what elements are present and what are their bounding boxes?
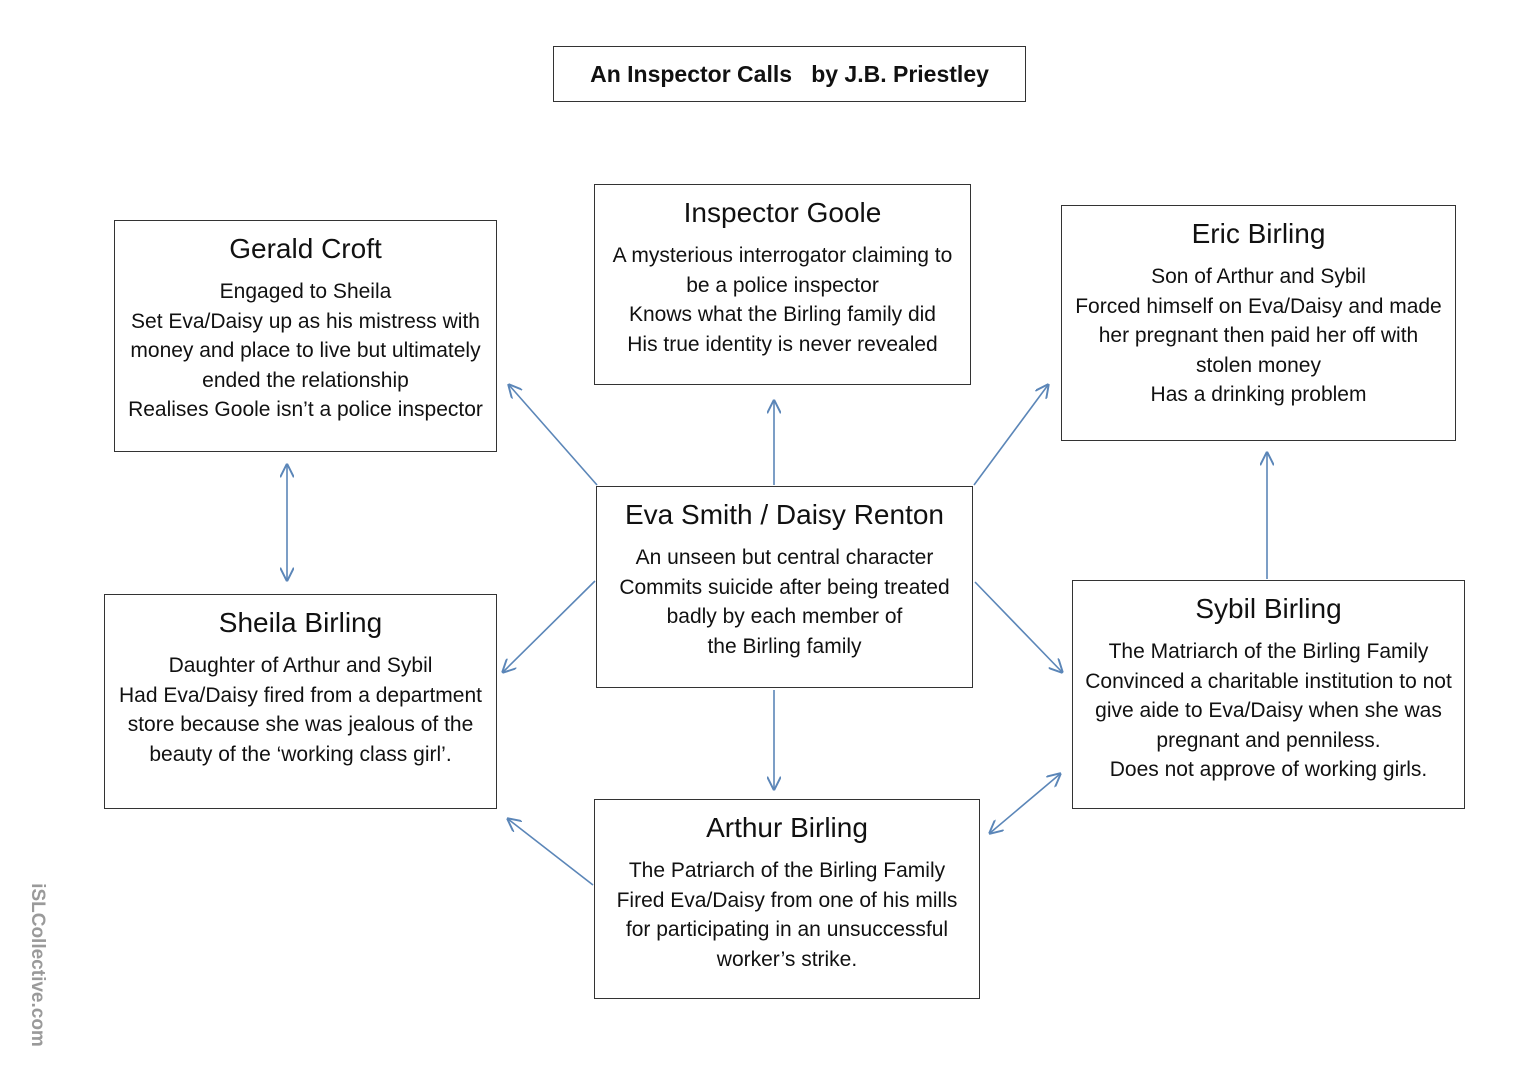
arthur-birling-name: Arthur Birling	[706, 812, 868, 843]
page-title: An Inspector Calls by J.B. Priestley	[553, 46, 1026, 102]
eric-birling-name: Eric Birling	[1191, 218, 1326, 249]
eva-smith-name: Eva Smith / Daisy Renton	[624, 499, 945, 530]
arrow-eva-smith-to-eric-birling	[973, 385, 1048, 486]
description-line: Forced himself on Eva/Daisy and made	[1075, 294, 1442, 318]
description-line: Convinced a charitable institution to no…	[1085, 669, 1452, 693]
eva-smith-card: Eva Smith / Daisy Renton An unseen but c…	[596, 486, 973, 688]
description-line: Knows what the Birling family did	[629, 303, 936, 326]
inspector-goole-description: A mysterious interrogator claiming to be …	[605, 241, 960, 359]
inspector-goole-name: Inspector Goole	[683, 197, 882, 228]
description-line: Realises Goole isn’t a police inspector	[128, 398, 483, 421]
description-line: The Patriarch of the Birling Family	[628, 859, 946, 882]
inspector-goole-card: Inspector Goole A mysterious interrogato…	[594, 184, 971, 385]
description-line: The Matriarch of the Birling Family	[1108, 640, 1429, 663]
description-line: Fired Eva/Daisy from one of his mills	[616, 888, 958, 912]
description-line: ended the relationship	[202, 368, 409, 392]
arrow-eva-smith-to-sheila-birling	[503, 580, 596, 672]
sheila-birling-card: Sheila Birling Daughter of Arthur and Sy…	[104, 594, 497, 809]
description-line: pregnant and penniless.	[1156, 728, 1381, 752]
description-line: Commits suicide after being treated	[619, 575, 950, 599]
description-line: her pregnant then paid her off with	[1098, 324, 1419, 347]
description-line: Set Eva/Daisy up as his mistress with	[131, 309, 480, 333]
description-line: A mysterious interrogator claiming to	[612, 244, 953, 267]
watermark-text: iSLCollective.com	[27, 883, 48, 1047]
description-line: An unseen but central character	[635, 546, 934, 569]
arthur-birling-card: Arthur Birling The Patriarch of the Birl…	[594, 799, 980, 999]
description-line: Son of Arthur and Sybil	[1151, 265, 1366, 288]
description-line: Does not approve of working girls.	[1109, 758, 1428, 781]
description-line: for participating in an unsuccessful	[625, 918, 949, 941]
arrow-eva-smith-to-gerald-croft	[509, 385, 598, 486]
description-line: stolen money	[1196, 353, 1321, 377]
description-line: Had Eva/Daisy fired from a department	[119, 683, 482, 707]
arrow-arthur-birling-to-sybil-birling	[990, 774, 1060, 833]
description-line: beauty of the ‘working class girl’.	[149, 742, 452, 766]
description-line: give aide to Eva/Daisy when she was	[1095, 699, 1442, 722]
description-line: badly by each member of	[666, 605, 903, 628]
description-line: Engaged to Sheila	[219, 280, 392, 303]
sheila-birling-name: Sheila Birling	[218, 607, 383, 638]
description-line: Daughter of Arthur and Sybil	[168, 654, 433, 677]
description-line: money and place to live but ultimately	[130, 339, 481, 362]
watermark: iSLCollective.com	[22, 870, 52, 1060]
description-line: worker’s strike.	[716, 947, 858, 971]
description-line: His true identity is never revealed	[627, 332, 938, 356]
arrow-eva-smith-to-sybil-birling	[974, 581, 1062, 672]
description-line: Has a drinking problem	[1150, 383, 1367, 406]
arrow-arthur-birling-to-sheila-birling	[508, 819, 594, 886]
description-line: be a police inspector	[686, 273, 879, 297]
sybil-birling-name: Sybil Birling	[1195, 593, 1342, 624]
description-line: the Birling family	[707, 634, 862, 658]
sybil-birling-card: Sybil Birling The Matriarch of the Birli…	[1072, 580, 1465, 809]
description-line: store because she was jealous of the	[127, 713, 474, 736]
gerald-croft-name: Gerald Croft	[229, 233, 382, 264]
